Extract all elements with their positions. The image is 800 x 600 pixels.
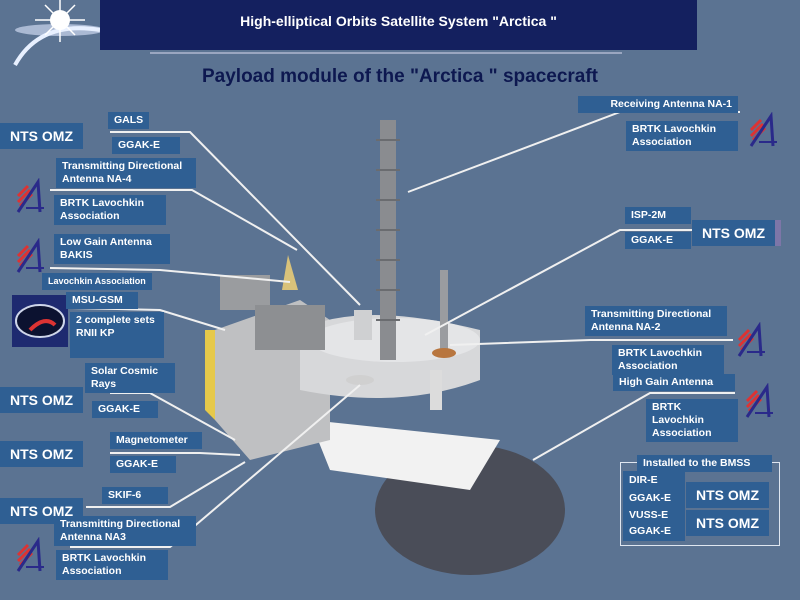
label-ggak-e: GGAK-E: [629, 525, 671, 537]
label-msu-gsm: MSU-GSM: [66, 292, 138, 309]
bmss-list-bg: [623, 471, 685, 541]
label-ggak-e: GGAK-E: [92, 401, 158, 418]
header-title: High-elliptical Orbits Satellite System …: [240, 13, 557, 29]
label-nts-omz: NTS OMZ: [0, 498, 83, 524]
label-ggak-e: GGAK-E: [110, 456, 176, 473]
label-ggak-e: GGAK-E: [629, 492, 671, 504]
label-ggak-e: GGAK-E: [625, 232, 691, 249]
header-bar: High-elliptical Orbits Satellite System …: [100, 0, 697, 50]
spacecraft: [205, 120, 565, 575]
label-brtk: BRTK Lavochkin Association: [626, 121, 738, 151]
rnii-kp-logo-icon: [12, 295, 68, 347]
label-na1: Receiving Antenna NA-1: [578, 96, 738, 113]
label-solar-cosmic-rays: Solar Cosmic Rays: [85, 363, 175, 393]
lavochkin-logo-icon: [16, 539, 46, 573]
label-vuss-e: VUSS-E: [629, 509, 669, 521]
label-nts-omz: NTS OMZ: [686, 510, 769, 536]
label-installed-bmss: Installed to the BMSS: [637, 455, 772, 472]
lavochkin-logo-icon: [749, 114, 779, 148]
label-na2: Transmitting Directional Antenna NA-2: [585, 306, 727, 336]
label-nts-omz: NTS OMZ: [0, 441, 83, 467]
label-nts-omz: NTS OMZ: [686, 482, 769, 508]
label-lavochkin: Lavochkin Association: [42, 273, 152, 290]
label-nts-omz: NTS OMZ: [692, 220, 781, 246]
label-bakis: Low Gain Antenna BAKIS: [54, 234, 170, 264]
label-brtk: BRTK Lavochkin Association: [56, 550, 168, 580]
label-brtk: BRTK Lavochkin Association: [612, 345, 724, 375]
header-divider: [150, 52, 622, 54]
lavochkin-logo-icon: [737, 324, 767, 358]
star-logo: [13, 0, 105, 66]
label-high-gain-antenna: High Gain Antenna: [613, 374, 735, 391]
lavochkin-logo-icon: [745, 385, 775, 419]
label-na3: Transmitting Directional Antenna NA3: [54, 516, 196, 546]
label-magnetometer: Magnetometer: [110, 432, 202, 449]
label-nts-omz: NTS OMZ: [0, 123, 83, 149]
label-gals: GALS: [108, 112, 150, 129]
label-na4: Transmitting Directional Antenna NA-4: [56, 158, 196, 188]
lavochkin-logo-icon: [16, 240, 46, 274]
label-brtk: BRTK Lavochkin Association: [646, 399, 738, 442]
label-isp-2m: ISP-2M: [625, 207, 691, 224]
label-brtk: BRTK Lavochkin Association: [54, 195, 166, 225]
label-rnii-kp: 2 complete sets RNII KP: [70, 312, 164, 358]
lavochkin-logo-icon: [16, 180, 46, 214]
label-nts-omz: NTS OMZ: [0, 387, 83, 413]
page-title: Payload module of the "Arctica " spacecr…: [201, 66, 599, 87]
label-ggak-e: GGAK-E: [112, 137, 180, 154]
label-skif-6: SKIF-6: [102, 487, 168, 504]
label-dir-e: DIR-E: [629, 474, 658, 486]
